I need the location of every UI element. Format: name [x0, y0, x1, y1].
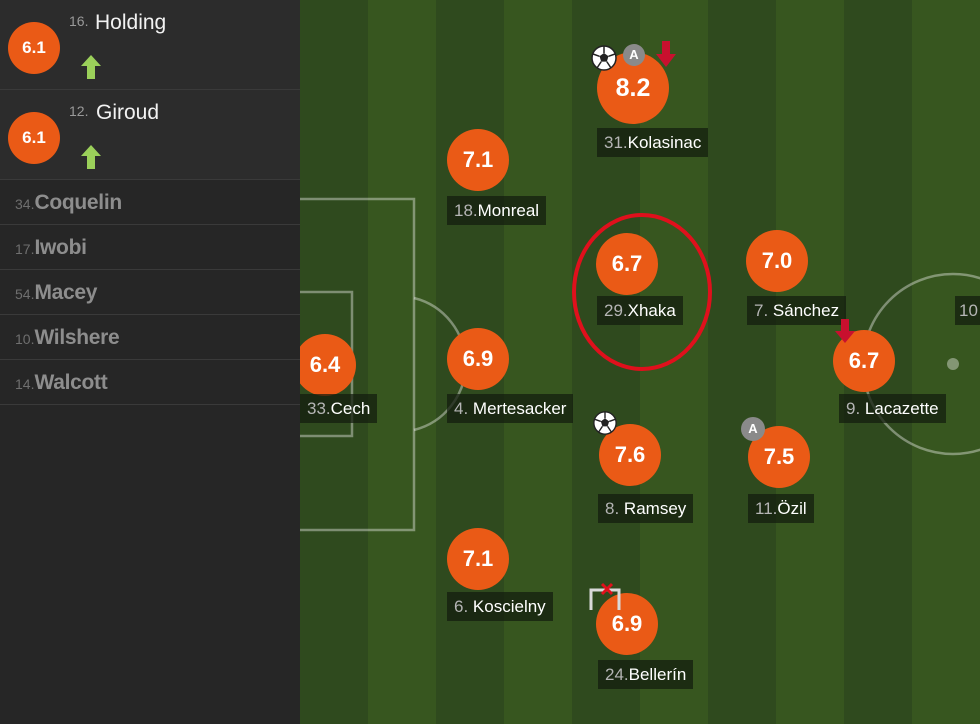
rating-badge: 7.0: [746, 230, 808, 292]
sub-in-arrow-icon: [81, 145, 101, 169]
rating-badge: 6.9: [596, 593, 658, 655]
grass-stripe: [708, 0, 776, 724]
assist-icon: A: [741, 417, 765, 441]
player-number: 7.: [754, 301, 769, 320]
rating-badge: 7.1: [447, 129, 509, 191]
player-name: Holding: [95, 11, 167, 34]
player-number: 8.: [605, 499, 620, 518]
player-number: 33.: [307, 399, 331, 418]
player-label: 18.Monreal: [447, 196, 547, 225]
bench-row-walcott[interactable]: 14.Walcott: [0, 360, 300, 405]
rating-badge: 6.7: [596, 233, 658, 295]
substitute-row-giroud[interactable]: 6.1 12. Giroud: [0, 90, 300, 180]
sub-out-arrow-icon: [835, 319, 855, 343]
player-number: 31.: [604, 133, 628, 152]
player-label: 6. Koscielny: [447, 592, 553, 621]
player-name: Sánchez: [772, 301, 840, 320]
pitch: 8.2 31.Kolasinac A 7.1 18.Monreal 6.7 29…: [300, 0, 980, 724]
player-name: Mertesacker: [472, 399, 567, 418]
player-number: 11.: [755, 499, 778, 518]
sub-in-arrow-icon: [81, 55, 101, 79]
player-name: Koscielny: [472, 597, 546, 616]
rating-badge: 6.1: [8, 22, 60, 74]
player-number: 54.: [15, 286, 35, 302]
assist-icon: A: [623, 44, 645, 66]
player-label: 4. Mertesacker: [447, 394, 574, 423]
player-number: 9.: [846, 399, 861, 418]
grass-stripe: [368, 0, 436, 724]
offscreen-player-label: 10: [955, 296, 980, 325]
player-number: 12.: [69, 103, 89, 119]
grass-stripe: [912, 0, 980, 724]
grass-stripe: [776, 0, 844, 724]
substitute-row-holding[interactable]: 6.1 16. Holding: [0, 0, 300, 90]
bench-row-wilshere[interactable]: 10.Wilshere: [0, 315, 300, 360]
player-number: 4.: [454, 399, 469, 418]
rating-badge: 6.1: [8, 112, 60, 164]
player-name: Ramsey: [623, 499, 687, 518]
bench-row-macey[interactable]: 54.Macey: [0, 270, 300, 315]
player-label: 29.Xhaka: [597, 296, 683, 325]
highlight-circle: [572, 213, 712, 371]
player-name: Iwobi: [34, 236, 87, 259]
player-name: Macey: [34, 281, 98, 304]
player-label: 7. Sánchez: [747, 296, 847, 325]
player-label: 9. Lacazette: [839, 394, 946, 423]
goal-ball-icon: [591, 45, 617, 71]
player-number: 6.: [454, 597, 469, 616]
player-label: 8. Ramsey: [598, 494, 694, 523]
player-label: 31.Kolasinac: [597, 128, 709, 157]
bench-row-coquelin[interactable]: 34.Coquelin: [0, 180, 300, 225]
player-number: 16.: [69, 13, 89, 29]
goal-ball-icon: [593, 411, 617, 435]
player-label: 24.Bellerín: [598, 660, 694, 689]
player-label: 33.Cech: [300, 394, 378, 423]
player-name: Bellerín: [628, 665, 687, 684]
player-name: Lacazette: [864, 399, 939, 418]
sub-out-arrow-icon: [656, 41, 676, 67]
player-number: 29.: [604, 301, 628, 320]
player-name: Özil: [777, 499, 807, 518]
player-name: Coquelin: [34, 191, 122, 214]
missed-shot-icon: [589, 582, 621, 610]
player-number: 10: [959, 301, 978, 320]
rating-badge: 6.9: [447, 328, 509, 390]
penalty-box: [300, 197, 416, 532]
player-name: Kolasinac: [627, 133, 702, 152]
player-number: 24.: [605, 665, 629, 684]
center-spot: [947, 358, 959, 370]
player-number: 18.: [454, 201, 478, 220]
player-label: 11.Özil: [748, 494, 814, 523]
player-name: Walcott: [34, 371, 108, 394]
rating-badge: 6.4: [300, 334, 356, 396]
player-number: 34.: [15, 196, 35, 212]
bench-row-iwobi[interactable]: 17.Iwobi: [0, 225, 300, 270]
rating-badge: 7.1: [447, 528, 509, 590]
player-number: 14.: [15, 376, 35, 392]
player-number: 17.: [15, 241, 35, 257]
player-number: 10.: [15, 331, 35, 347]
player-name: Xhaka: [627, 301, 676, 320]
player-name: Cech: [330, 399, 371, 418]
player-name: Giroud: [96, 101, 160, 124]
rating-badge: 7.6: [599, 424, 661, 486]
substitutes-sidebar: 6.1 16. Holding 6.1 12. Giroud 34.Coquel…: [0, 0, 300, 724]
player-name: Monreal: [477, 201, 540, 220]
player-name: Wilshere: [34, 326, 120, 349]
